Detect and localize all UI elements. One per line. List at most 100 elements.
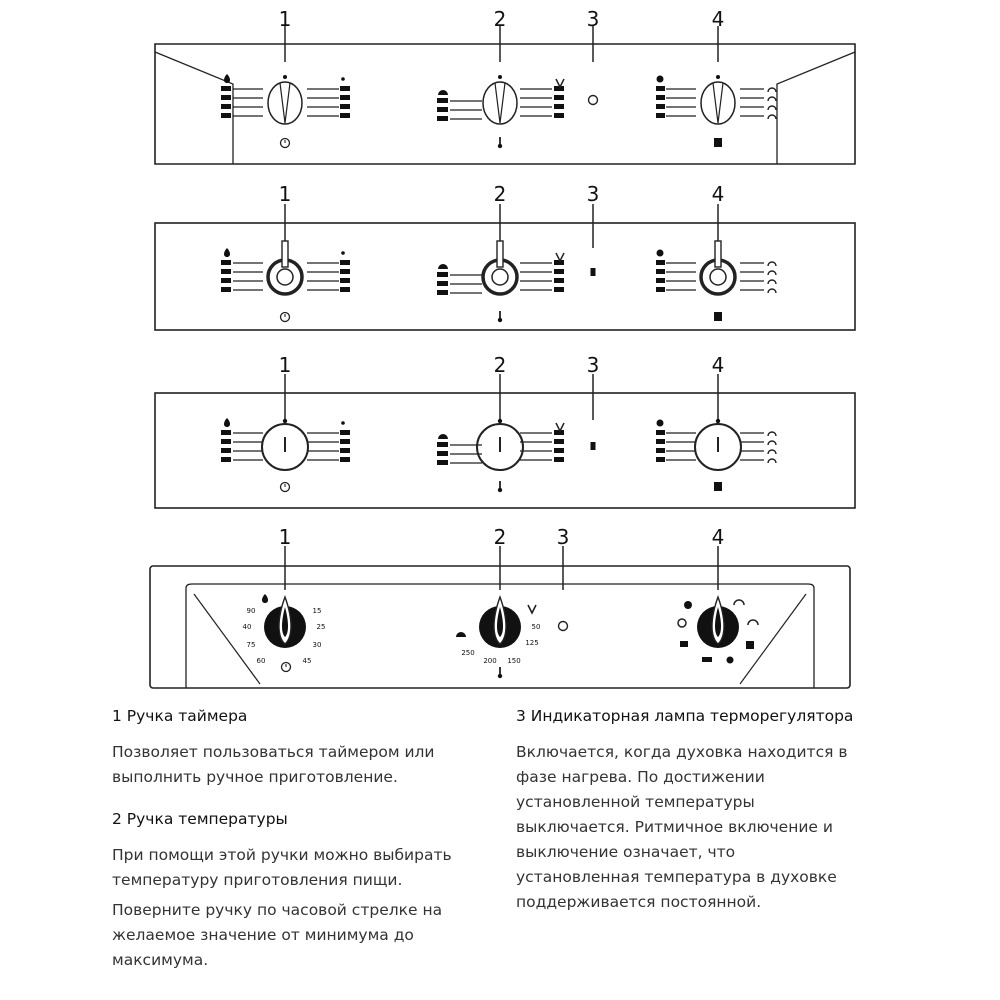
legend-text-temperature-turn: Поверните ручку по часовой стрелке на же… [112, 898, 442, 973]
panel-frame [154, 392, 856, 509]
scale-mark [221, 260, 231, 265]
callout-number: 1 [279, 7, 292, 31]
heating-mode-icon [767, 458, 777, 464]
grill-icon [438, 264, 448, 269]
knob-marker [715, 418, 721, 424]
scale-mark [340, 113, 350, 118]
scale-mark [340, 278, 350, 283]
scale-mark [554, 104, 564, 109]
scale-mark [221, 95, 231, 100]
panel-bevel-left [193, 593, 261, 685]
temperature-scale-label: 50 [532, 623, 541, 631]
callout-number: 4 [712, 353, 725, 377]
scale-mark [437, 98, 448, 103]
grill-icon [438, 434, 448, 439]
thermometer-bulb [497, 317, 503, 323]
oven-icon [746, 641, 754, 649]
legend-text-line: Поверните ручку по часовой стрелке на [112, 901, 443, 919]
scale-mark [554, 86, 564, 91]
oven-icon [714, 138, 722, 147]
knob-grip [279, 82, 291, 124]
flame-icon [224, 418, 230, 427]
callout-number: 4 [712, 525, 725, 549]
heating-mode-icon [767, 105, 777, 111]
scale-mark [554, 287, 564, 292]
indicator-lamp [590, 268, 596, 276]
light-icon [656, 75, 664, 83]
knob-handle [714, 240, 722, 268]
scale-mark [340, 86, 350, 91]
scale-mark [656, 439, 665, 444]
callout-number: 4 [712, 182, 725, 206]
legend-text-line: фазе нагрева. По достижении [516, 768, 765, 786]
scale-mark [554, 113, 564, 118]
knob-marker [497, 418, 503, 424]
scale-mark [656, 86, 665, 91]
callout-number: 3 [587, 353, 600, 377]
scale-mark [437, 116, 448, 121]
temperature-scale-label: 200 [483, 657, 496, 665]
flame-icon [224, 74, 230, 83]
knob [482, 81, 518, 125]
knob-marker [716, 75, 720, 79]
clock-icon [279, 311, 291, 323]
scale-mark [437, 290, 448, 295]
flame-icon [262, 594, 268, 603]
scale-dot [341, 421, 345, 425]
knob-marker [282, 418, 288, 424]
clock-icon [279, 137, 291, 149]
scale-mark [554, 278, 564, 283]
scale-mark [437, 272, 448, 277]
scale-dot [341, 251, 345, 255]
scale-mark [437, 442, 448, 447]
heating-mode-icon [767, 96, 777, 102]
fan-icon [677, 618, 687, 628]
scale-mark [554, 439, 564, 444]
callout-number: 1 [279, 353, 292, 377]
legend-text-line: Позволяет пользоваться таймером или [112, 743, 435, 761]
scale-mark [340, 430, 350, 435]
scale-mark [221, 457, 231, 462]
scale-mark [221, 439, 231, 444]
callout-number: 2 [494, 182, 507, 206]
scale-mark [656, 448, 665, 453]
temperature-scale-label: 125 [525, 639, 538, 647]
fan-icon [555, 78, 565, 89]
panel-bevel-right [739, 593, 807, 685]
light-icon [684, 601, 692, 609]
knob-center [276, 268, 294, 286]
scale-mark [340, 260, 350, 265]
scale-mark [340, 448, 350, 453]
scale-mark [656, 287, 665, 292]
knob [700, 81, 736, 125]
temperature-scale-label: 150 [507, 657, 520, 665]
knob-grip [712, 82, 724, 124]
scale-mark [340, 95, 350, 100]
indicator-lamp [557, 620, 569, 632]
scale-mark [221, 269, 231, 274]
timer-scale-label: 25 [317, 623, 326, 631]
scale-mark [656, 260, 665, 265]
scale-mark [656, 113, 665, 118]
knob-center [709, 268, 727, 286]
callout-number: 1 [279, 525, 292, 549]
scale-mark [656, 457, 665, 462]
knob-marker [283, 75, 287, 79]
scale-mark [221, 448, 231, 453]
scale-mark [554, 430, 564, 435]
scale-mark [554, 260, 564, 265]
bottom-heat-icon [733, 599, 745, 606]
oven-icon [714, 482, 722, 491]
scale-mark [554, 448, 564, 453]
timer-scale-label: 40 [243, 623, 252, 631]
timer-scale-label: 30 [313, 641, 322, 649]
scale-mark [221, 86, 231, 91]
indicator-lamp [590, 442, 596, 450]
heating-mode-icon [767, 449, 777, 455]
legend-text-line: установленная температура в духовке [516, 868, 837, 886]
callout-number: 2 [494, 7, 507, 31]
legend-text-line: поддерживается постоянной. [516, 893, 762, 911]
scale-mark [554, 95, 564, 100]
callout-number: 1 [279, 182, 292, 206]
